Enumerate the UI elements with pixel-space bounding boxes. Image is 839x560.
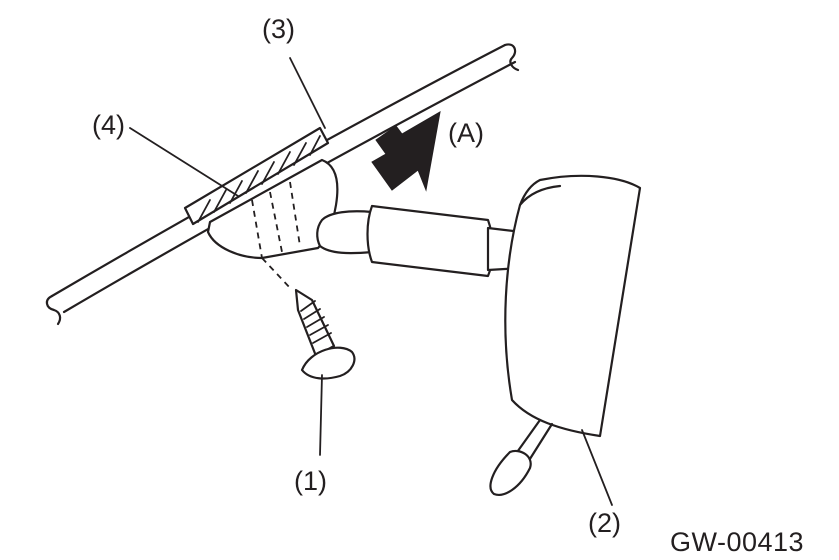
figure-code: GW-00413 [670,527,804,557]
callout-direction: (A) [448,118,484,148]
screw-axis-line [261,257,293,291]
screw [294,288,356,380]
callout-windshield: (3) [262,14,295,44]
callout-bracket: (4) [92,110,125,140]
callout-screw: (1) [294,466,327,496]
mirror-stem [316,204,524,278]
leader-lines [129,57,613,506]
mirror-adjust-lever [489,418,554,496]
mirror-base-hatched [183,126,330,226]
mirror-head [504,174,642,438]
direction-arrow [371,111,441,192]
callout-mirror: (2) [588,508,621,538]
